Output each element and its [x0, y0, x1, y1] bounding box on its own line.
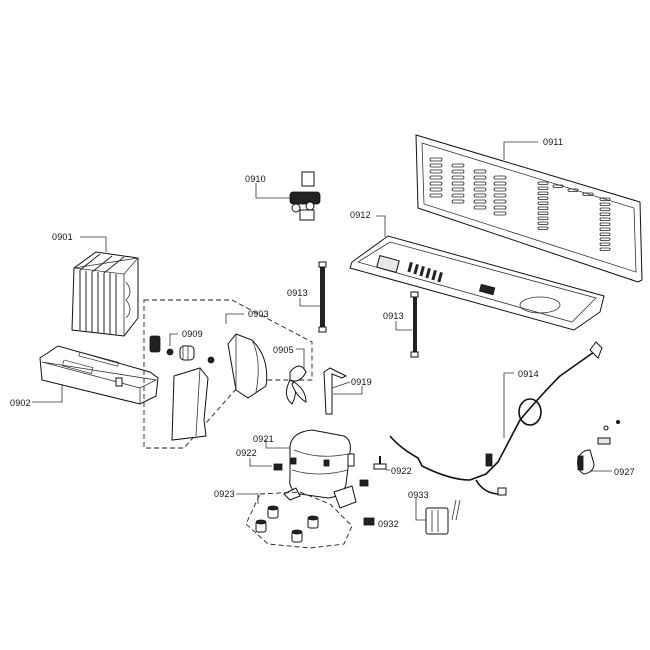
- fan-shroud: [227, 333, 268, 399]
- evaporator: [71, 236, 140, 337]
- label-0910: 0910: [245, 174, 266, 184]
- compressor: [265, 429, 357, 509]
- label-0932: 0932: [378, 519, 399, 529]
- label-0922-right: 0922: [391, 466, 412, 476]
- fan-cover: [171, 367, 209, 441]
- fan-blade: [286, 348, 307, 405]
- evaporator-tray: [32, 345, 159, 405]
- label-0914: 0914: [518, 369, 539, 379]
- label-0921: 0921: [253, 434, 274, 444]
- connecting-tube-right: [395, 291, 419, 358]
- vent-slots: [429, 157, 611, 251]
- relay-clip: [363, 517, 375, 526]
- label-0912: 0912: [350, 210, 371, 220]
- label-0902: 0902: [10, 398, 31, 408]
- water-valve: [255, 171, 321, 221]
- label-0909: 0909: [182, 329, 203, 339]
- capacitor: [577, 420, 620, 475]
- fan-assembly-group: [143, 299, 313, 449]
- base-plate: [349, 215, 605, 331]
- label-0919: 0919: [351, 377, 372, 387]
- label-0903: 0903: [248, 309, 269, 319]
- label-0913-left: 0913: [287, 288, 308, 298]
- start-relay: [415, 498, 461, 535]
- clip-right: [359, 456, 390, 487]
- label-0905: 0905: [273, 345, 294, 355]
- label-0923: 0923: [214, 489, 235, 499]
- connecting-tube-left: [299, 261, 327, 333]
- label-0927: 0927: [614, 467, 635, 477]
- grommet-group: [245, 491, 353, 549]
- power-cord-harness: [389, 341, 603, 496]
- fan-motor: [149, 333, 215, 364]
- label-0911: 0911: [543, 137, 564, 147]
- label-0913-right: 0913: [383, 311, 404, 321]
- label-0901: 0901: [52, 232, 73, 242]
- compressor-grommets: [236, 493, 319, 543]
- label-0922-left: 0922: [236, 448, 257, 458]
- drier: [323, 367, 363, 415]
- clip-left: [249, 458, 283, 471]
- label-0933: 0933: [408, 490, 429, 500]
- rear-cover-panel: [415, 134, 643, 283]
